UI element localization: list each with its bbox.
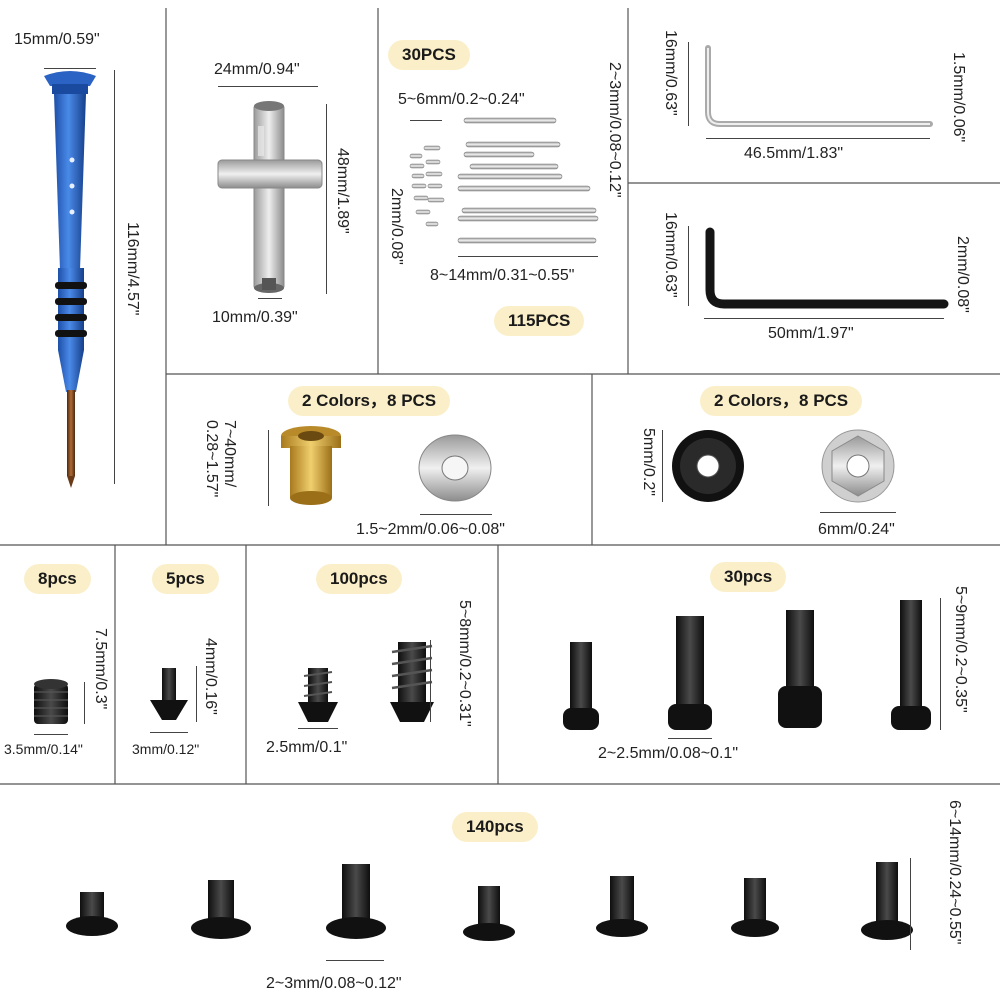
hex-key-large-image (705, 227, 949, 309)
wrench-height-dimline (326, 104, 327, 294)
set-screw-length-label: 7.5mm/0.3" (92, 628, 109, 710)
self-tap-screw-short-image (298, 668, 338, 722)
pin-long-length-label: 8~14mm/0.31~0.55" (430, 267, 575, 284)
bushing-length-dimline (268, 430, 269, 506)
set-screw-length-dimline (84, 682, 85, 724)
wrench-height-label: 48mm/1.89" (334, 148, 351, 234)
flat-screw-length-dimline (196, 666, 197, 722)
cap-screw-length-dimline (940, 598, 941, 730)
set-screws-qty-badge: 8pcs (24, 564, 91, 594)
screwdriver-image (44, 71, 96, 488)
self-tap-screw-long-image (390, 642, 434, 722)
bushings-qty-badge: 2 Colors，8 PCS (288, 386, 451, 416)
hex-key-small-image (705, 45, 933, 127)
steel-bushing-image (418, 434, 492, 502)
button-screw-size-dimline (326, 960, 384, 961)
cap-screw-size-dimline (668, 738, 712, 739)
bushing-size-label: 1.5~2mm/0.06~0.08" (356, 521, 505, 538)
hexkey-small-height-dimline (688, 42, 689, 126)
screwdriver-length-label: 116mm/4.57" (124, 222, 141, 316)
wrench-width-dimline (218, 86, 318, 87)
brass-bushing-image (281, 426, 341, 505)
nuts-qty-badge: 2 Colors，8 PCS (700, 386, 863, 416)
bushing-size-dimline (420, 514, 492, 515)
silver-flange-nut-image (821, 429, 895, 503)
hexkey-small-height-label: 16mm/0.63" (662, 30, 679, 116)
hexkey-large-height-label: 16mm/0.63" (662, 212, 679, 298)
nut-height-dimline (662, 430, 663, 502)
nut-size-dimline (820, 512, 896, 513)
flat-screw-size-label: 3mm/0.12" (132, 741, 200, 757)
wrench-socket-label: 10mm/0.39" (212, 309, 298, 326)
flat-screw-size-dimline (150, 732, 188, 733)
bushing-length-label: 7~40mm/ 0.28~1.57" (203, 420, 238, 498)
pin-long-dimline (458, 256, 598, 257)
button-screws-qty-badge: 140pcs (452, 812, 538, 842)
self-tap-qty-badge: 100pcs (316, 564, 402, 594)
button-screw-length-dimline (910, 858, 911, 950)
hexkey-large-length-label: 50mm/1.97" (768, 325, 854, 342)
self-tap-size-dimline (298, 728, 338, 729)
wrench-socket-dimline (258, 298, 282, 299)
cap-screw-image (563, 600, 931, 730)
cap-screw-length-label: 5~9mm/0.2~0.35" (952, 586, 969, 713)
cap-screw-size-label: 2~2.5mm/0.08~0.1" (598, 745, 738, 762)
self-tap-size-label: 2.5mm/0.1" (266, 739, 348, 756)
pin-diameter-label: 2mm/0.08" (388, 188, 405, 265)
black-flange-nut-image (672, 430, 744, 502)
flat-screws-qty-badge: 5pcs (152, 564, 219, 594)
cap-screws-qty-badge: 30pcs (710, 562, 787, 592)
flat-screw-image (150, 668, 188, 720)
pins-qty-top-badge: 30PCS (388, 40, 470, 70)
wrench-width-label: 24mm/0.94" (214, 61, 300, 78)
pins-qty-bottom-badge: 115PCS (494, 306, 585, 336)
pin-short-length-label: 5~6mm/0.2~0.24" (398, 91, 525, 108)
set-screw-image (34, 679, 68, 724)
pins-image (409, 117, 599, 244)
screwdriver-width-dimline (44, 68, 96, 69)
set-screw-size-label: 3.5mm/0.14" (4, 741, 83, 757)
flat-screw-length-label: 4mm/0.16" (202, 638, 219, 715)
hexkey-small-length-dimline (706, 138, 930, 139)
hexkey-small-size-label: 1.5mm/0.06" (950, 52, 967, 143)
button-screw-size-label: 2~3mm/0.08~0.12" (266, 975, 402, 992)
hexkey-large-height-dimline (688, 226, 689, 306)
button-screw-image (66, 862, 913, 941)
cross-wrench-image (217, 101, 323, 293)
panel-dividers (0, 8, 1000, 785)
set-screw-size-dimline (34, 734, 68, 735)
screwdriver-width-label: 15mm/0.59" (14, 31, 100, 48)
button-screw-length-label: 6~14mm/0.24~0.55" (946, 800, 963, 945)
hexkey-large-size-label: 2mm/0.08" (954, 236, 971, 313)
hexkey-large-length-dimline (704, 318, 944, 319)
pin-long-diameter-label: 2~3mm/0.08~0.12" (606, 62, 623, 198)
nut-size-label: 6mm/0.24" (818, 521, 895, 538)
self-tap-length-dimline (430, 640, 431, 722)
self-tap-length-label: 5~8mm/0.2~0.31" (456, 600, 473, 727)
pin-short-dimline (410, 120, 442, 121)
screwdriver-length-dimline (114, 70, 115, 484)
nut-height-label: 5mm/0.2" (640, 428, 657, 496)
hexkey-small-length-label: 46.5mm/1.83" (744, 145, 844, 162)
